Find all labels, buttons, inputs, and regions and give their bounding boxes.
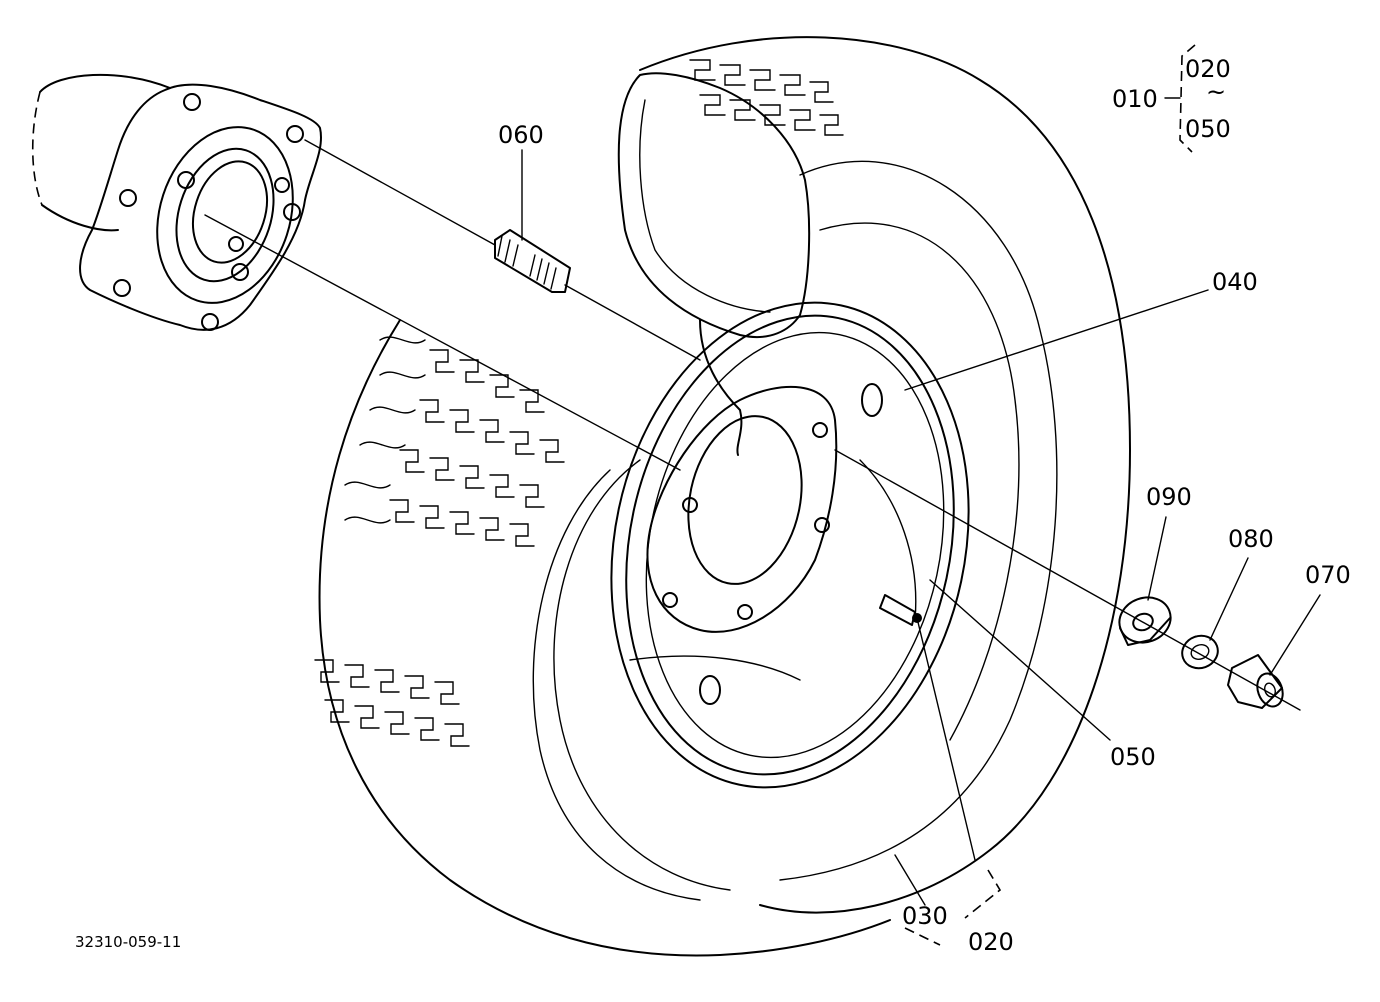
drawing-code: 32310-059-11 — [75, 933, 181, 951]
label-010: 010 — [1112, 85, 1158, 113]
tire — [314, 36, 1131, 957]
label-020-top: 020 — [1185, 55, 1231, 83]
lock-washer-080 — [1181, 634, 1219, 670]
label-050-top: 050 — [1185, 115, 1231, 143]
washer-090 — [1118, 596, 1172, 646]
leader-lines — [521, 44, 1321, 946]
valve — [879, 594, 976, 861]
assembly-lines — [204, 139, 1301, 711]
wheel-hub — [31, 73, 322, 331]
tire-cutaway — [617, 72, 811, 456]
tread-pattern-bottom — [314, 659, 470, 747]
nut-070 — [1227, 654, 1284, 709]
label-050: 050 — [1110, 743, 1156, 771]
tread-pattern-side — [344, 336, 565, 547]
label-020-bottom: 020 — [968, 928, 1014, 956]
rim — [610, 301, 970, 789]
label-070: 070 — [1305, 561, 1351, 589]
label-030: 030 — [902, 902, 948, 930]
label-090: 090 — [1146, 483, 1192, 511]
label-040: 040 — [1212, 268, 1258, 296]
part-labels: 010 020 ~ 050 060 040 090 080 070 050 03… — [75, 55, 1351, 956]
label-060: 060 — [498, 121, 544, 149]
label-080: 080 — [1228, 525, 1274, 553]
tread-pattern-top — [689, 59, 844, 136]
label-tilde: ~ — [1206, 78, 1226, 106]
wheel-stud — [494, 229, 571, 293]
